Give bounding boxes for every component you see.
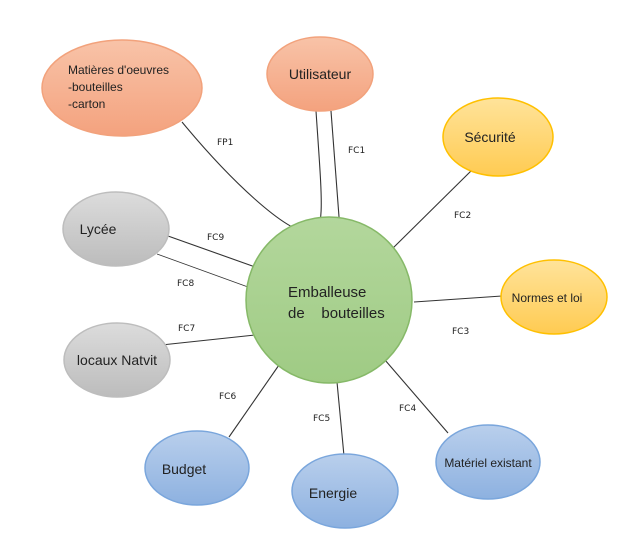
node-utilisateur: Utilisateur [266, 36, 374, 112]
budget-label: Budget [162, 461, 206, 477]
node-emballeuse: Emballeuse de bouteilles [245, 216, 413, 384]
label-fc1: FC1 [348, 146, 365, 156]
center-label-line1: Emballeuse [288, 284, 366, 301]
connector-fc6 [228, 364, 280, 438]
node-securite: Sécurité [442, 97, 554, 177]
node-lycee: Lycée [62, 191, 170, 267]
materiel-label: Matériel existant [444, 456, 532, 470]
matieres-line3: -carton [68, 97, 105, 111]
energie-label: Energie [309, 485, 357, 501]
connector-fc1 [330, 110, 341, 231]
center-label-line2: de bouteilles [288, 305, 385, 322]
node-matieres: Matières d'oeuvres -bouteilles -carton [41, 39, 203, 137]
normes-label: Normes et loi [512, 291, 583, 305]
connector-fc8 [156, 253, 249, 288]
label-fc5: FC5 [313, 414, 330, 424]
matieres-line2: -bouteilles [68, 80, 123, 94]
connector-fc4 [384, 359, 449, 434]
matieres-line1: Matières d'oeuvres [68, 63, 169, 77]
label-fc3: FC3 [452, 327, 469, 337]
utilisateur-label: Utilisateur [289, 66, 352, 82]
connector-fc7 [151, 334, 256, 347]
connector-fc2 [389, 167, 475, 252]
node-materiel: Matériel existant [435, 424, 541, 500]
node-budget: Budget [144, 430, 250, 506]
connector-fc3 [413, 295, 503, 303]
label-fc2: FC2 [454, 211, 471, 221]
node-normes: Normes et loi [500, 259, 608, 335]
label-fc9: FC9 [207, 233, 224, 243]
label-fp1: FP1 [217, 138, 233, 148]
label-fc6: FC6 [219, 392, 236, 402]
connector-fc9 [167, 235, 259, 269]
locaux-label: locaux Natvit [77, 352, 157, 368]
label-fc8: FC8 [177, 279, 194, 289]
node-locaux: locaux Natvit [63, 322, 171, 398]
node-energie: Energie [291, 453, 399, 529]
connector-fp1 [181, 110, 322, 234]
lycee-label: Lycée [80, 221, 117, 237]
label-fc4: FC4 [399, 404, 416, 414]
label-fc7: FC7 [178, 324, 195, 334]
securite-label: Sécurité [464, 129, 516, 145]
connector-fc5 [336, 381, 345, 457]
